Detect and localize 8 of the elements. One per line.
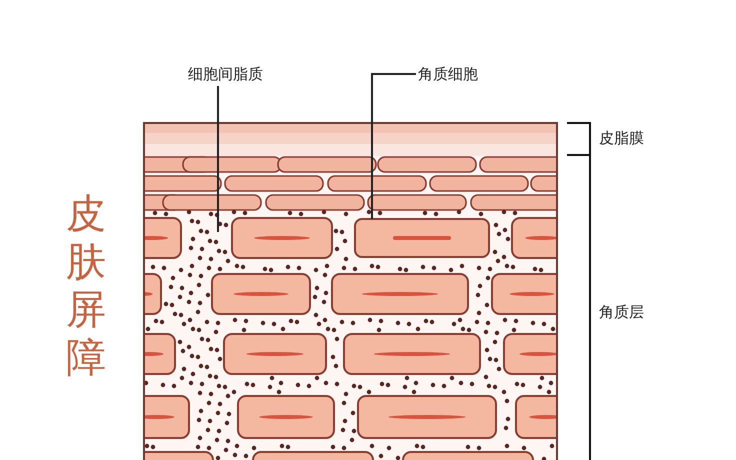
layer-label: 角质层	[599, 302, 644, 322]
leader-line	[217, 86, 219, 232]
title: 皮肤屏障	[66, 190, 107, 382]
layer-label: 皮脂膜	[599, 128, 644, 148]
leader-line	[371, 73, 416, 219]
corneocyte-cell	[354, 218, 490, 258]
callout-label: 细胞间脂质	[188, 64, 263, 84]
callout-label: 角质细胞	[418, 64, 478, 84]
